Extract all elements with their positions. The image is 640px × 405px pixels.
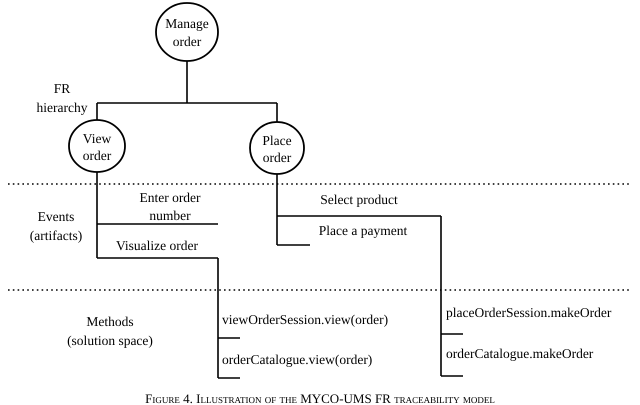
place-order-label-line1: Place <box>262 133 291 148</box>
event-visualize-order[interactable]: Visualize order <box>116 238 199 253</box>
visualize-order-label: Visualize order <box>116 238 199 253</box>
band-label-fr-hierarchy: FR hierarchy <box>37 81 88 115</box>
manage-order-label-line1: Manage <box>165 16 208 31</box>
method-order-catalogue-view[interactable]: orderCatalogue.view(order) <box>222 352 372 367</box>
event-enter-order-number[interactable]: Enter order number <box>139 190 201 223</box>
method-order-catalogue-make-order[interactable]: orderCatalogue.makeOrder <box>446 346 594 361</box>
view-order-label-line2: order <box>83 148 112 163</box>
events-line1: Events <box>38 209 75 224</box>
node-manage-order[interactable]: Manage order <box>155 2 219 62</box>
order-catalogue-view-label: orderCatalogue.view(order) <box>222 352 372 367</box>
method-view-order-session-view[interactable]: viewOrderSession.view(order) <box>222 312 388 327</box>
fr-hierarchy-line2: hierarchy <box>37 100 88 115</box>
place-order-session-make-order-label: placeOrderSession.makeOrder <box>446 305 612 320</box>
view-order-ellipse <box>68 119 126 173</box>
event-select-product[interactable]: Select product <box>320 192 398 207</box>
select-product-label: Select product <box>320 192 398 207</box>
band-label-events: Events (artifacts) <box>30 209 82 243</box>
band-label-methods: Methods (solution space) <box>67 314 153 348</box>
order-catalogue-make-order-label: orderCatalogue.makeOrder <box>446 346 594 361</box>
enter-order-number-line2: number <box>149 208 191 223</box>
figure-caption: Figure 4. Illustration of the MYCO-UMS F… <box>145 391 495 405</box>
event-place-a-payment[interactable]: Place a payment <box>319 223 408 238</box>
methods-line2: (solution space) <box>67 333 153 348</box>
node-place-order[interactable]: Place order <box>249 121 305 175</box>
place-a-payment-label: Place a payment <box>319 223 408 238</box>
events-line2: (artifacts) <box>30 228 82 243</box>
place-order-label-line2: order <box>263 150 292 165</box>
manage-order-label-line2: order <box>173 34 202 49</box>
methods-line1: Methods <box>86 314 133 329</box>
enter-order-number-line1: Enter order <box>139 190 201 205</box>
view-order-session-view-label: viewOrderSession.view(order) <box>222 312 388 327</box>
manage-order-ellipse <box>155 2 219 62</box>
place-order-ellipse <box>249 121 305 175</box>
node-view-order[interactable]: View order <box>68 119 126 173</box>
method-place-order-session-make-order[interactable]: placeOrderSession.makeOrder <box>446 305 612 320</box>
fr-hierarchy-line1: FR <box>54 81 71 96</box>
view-order-label-line1: View <box>83 131 112 146</box>
